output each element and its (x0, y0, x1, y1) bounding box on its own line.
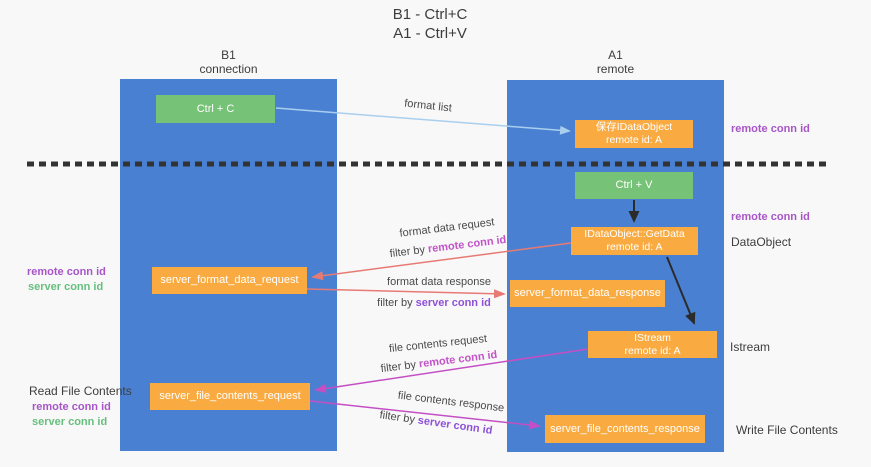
server-conn-id-label-left-2: server conn id (32, 416, 108, 428)
format-response-filter-label: filter by server conn id (377, 297, 491, 309)
filter-by-text: filter by (378, 409, 419, 427)
lane-b1-subtitle: connection (199, 62, 258, 76)
remote-conn-id-label-left-2: remote conn id (32, 401, 111, 413)
format-request-label: server_format_data_request (160, 274, 299, 286)
file-response-label: server_file_contents_response (550, 422, 700, 435)
istream-line2: remote id: A (624, 344, 681, 357)
save-idataobject-box: 保存IDataObject remote id: A (575, 120, 693, 148)
remote-conn-id-label-mid-right: remote conn id (731, 211, 810, 223)
save-idataobject-line2: remote id: A (605, 134, 663, 146)
save-idataobject-line1: 保存IDataObject (595, 121, 673, 133)
file-contents-response-label: file contents response (397, 389, 505, 415)
title-line-2: A1 - Ctrl+V (393, 25, 467, 42)
remote-conn-id-label-top-right: remote conn id (731, 123, 810, 135)
server-file-contents-request-box: server_file_contents_request (150, 383, 310, 410)
read-file-contents-label: Read File Contents (29, 384, 132, 398)
server-conn-id-label-left-1: server conn id (28, 281, 104, 293)
server-conn-id-key: server conn id (415, 297, 491, 309)
file-response-filter-label: filter by server conn id (376, 409, 497, 438)
format-data-response-label: format data response (387, 276, 491, 288)
title-line-1: B1 - Ctrl+C (392, 6, 468, 23)
ctrl-v-box: Ctrl + V (575, 172, 693, 199)
lane-header-b1: B1 connection (120, 48, 337, 76)
lane-a1-subtitle: remote (596, 62, 635, 76)
server-file-contents-response-box: server_file_contents_response (545, 415, 705, 443)
filter-by-text: filter by (377, 297, 416, 309)
diagram-title: B1 - Ctrl+C A1 - Ctrl+V (299, 5, 561, 43)
idataobject-getdata-box: IDataObject::GetData remote id: A (571, 227, 698, 255)
getdata-line2: remote id: A (606, 241, 663, 253)
remote-conn-id-key: remote conn id (418, 348, 498, 371)
getdata-line1: IDataObject::GetData (584, 228, 685, 240)
format-response-label: server_format_data_response (514, 287, 661, 299)
dataobject-label: DataObject (731, 235, 792, 249)
ctrl-v-label: Ctrl + V (615, 179, 653, 191)
server-format-data-response-box: server_format_data_response (510, 280, 665, 307)
lane-b1-name: B1 (221, 48, 236, 62)
istream-line1: IStream (634, 331, 671, 344)
remote-conn-id-label-left-1: remote conn id (27, 266, 106, 278)
filter-by-text: filter by (389, 243, 429, 261)
ctrl-c-box: Ctrl + C (156, 95, 275, 123)
istream-side-label: Istream (730, 340, 771, 354)
istream-box: IStream remote id: A (588, 331, 717, 358)
write-file-contents-label: Write File Contents (736, 423, 838, 437)
format-list-label: format list (403, 97, 453, 115)
filter-by-text: filter by (380, 358, 420, 376)
server-format-data-request-box: server_format_data_request (152, 267, 307, 294)
ctrl-c-label: Ctrl + C (196, 102, 235, 115)
lane-header-a1: A1 remote (507, 48, 724, 76)
lane-a1-name: A1 (608, 48, 623, 62)
remote-conn-id-key: remote conn id (427, 233, 507, 256)
server-conn-id-key: server conn id (416, 414, 494, 437)
file-request-label: server_file_contents_request (159, 390, 301, 402)
